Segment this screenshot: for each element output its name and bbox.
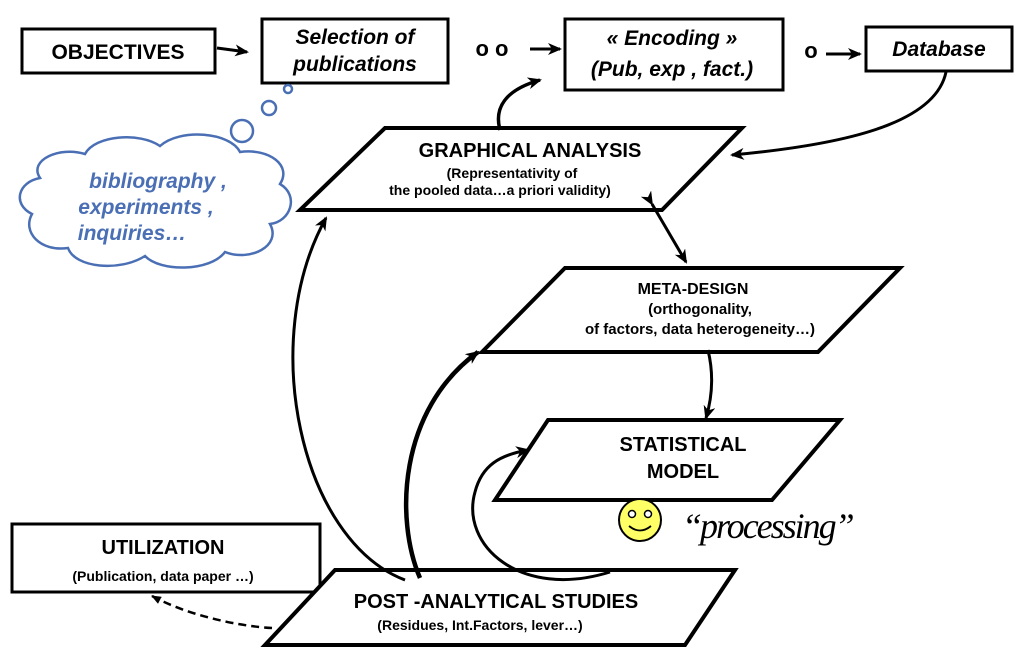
arrow-graphical-meta-bidirectional [640, 190, 688, 264]
meta-design-line2: of factors, data heterogeneity…) [585, 321, 815, 338]
encoding-label-line1: « Encoding » [607, 27, 738, 50]
utilization-title: UTILIZATION [102, 537, 225, 559]
objectives-box: OBJECTIVES [20, 27, 217, 75]
database-box: Database [864, 25, 1014, 73]
utilization-line1: (Publication, data paper …) [72, 568, 253, 584]
encoding-label-line2: (Pub, exp , fact.) [591, 58, 753, 81]
arrow-post-to-utilization [151, 594, 273, 630]
cloud-text-line3: inquiries… [78, 222, 187, 245]
meta-design-title: META-DESIGN [638, 281, 749, 298]
connector-dots-1: o o [476, 36, 509, 61]
arrow-meta-to-statistical [703, 349, 716, 420]
post-analytical-box: POST -ANALYTICAL STUDIES (Residues, Int.… [260, 568, 739, 647]
processing-label: “processing” [682, 506, 854, 546]
arrow-objectives-selection [216, 44, 249, 57]
arrow-post-to-statistical [471, 446, 611, 582]
connector-dots-2: o [804, 38, 817, 63]
arrow-graphical-to-encoding [496, 77, 542, 131]
thought-cloud: bibliography , experiments , inquiries… [18, 83, 294, 269]
selection-label-line1: Selection of [295, 26, 416, 49]
graphical-analysis-line1: (Representativity of [447, 165, 578, 181]
statistical-model-line1: STATISTICAL [619, 434, 746, 456]
arrow-database-to-graphical [730, 71, 948, 160]
encoding-box: « Encoding » (Pub, exp , fact.) [563, 17, 785, 92]
post-analytical-line1: (Residues, Int.Factors, lever…) [377, 617, 582, 633]
meta-design-box: META-DESIGN (orthogonality, of factors, … [477, 266, 905, 354]
arrow-post-to-graphical [291, 216, 406, 582]
selection-box: Selection of publications [260, 17, 450, 85]
statistical-model-box: STATISTICAL MODEL [491, 418, 845, 502]
graphical-analysis-line2: the pooled data…a priori validity) [389, 182, 611, 198]
selection-label-line2: publications [292, 53, 417, 76]
smiley-icon [618, 498, 662, 542]
graphical-analysis-box: GRAPHICAL ANALYSIS (Representativity of … [295, 126, 747, 212]
post-analytical-title: POST -ANALYTICAL STUDIES [354, 591, 638, 613]
meta-design-line1: (orthogonality, [648, 301, 752, 318]
database-label: Database [892, 38, 986, 61]
graphical-analysis-title: GRAPHICAL ANALYSIS [419, 140, 642, 162]
statistical-model-line2: MODEL [647, 461, 719, 483]
cloud-text-line2: experiments , [78, 196, 213, 219]
cloud-text-line1: bibliography , [89, 170, 227, 193]
arrow-post-to-meta [403, 350, 480, 579]
objectives-label: OBJECTIVES [51, 41, 184, 64]
utilization-box: UTILIZATION (Publication, data paper …) [10, 522, 322, 594]
